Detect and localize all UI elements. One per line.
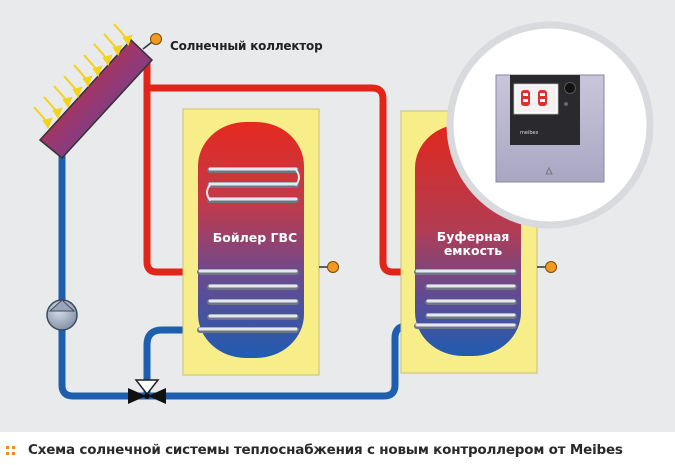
pump-icon [46, 299, 78, 331]
three-way-valve-icon [128, 379, 166, 404]
tank1-sensor-icon [327, 261, 339, 273]
tank2-label-line1: Буферная [436, 229, 510, 244]
collector-sensor-icon [150, 33, 162, 45]
diagram-graphic [33, 21, 654, 404]
controller-knob-icon [564, 82, 576, 94]
tank2-sensor-icon [545, 261, 557, 273]
tank2-label: Буферная емкость [418, 230, 528, 258]
controller-inset [446, 21, 654, 229]
caption-dots-icon [6, 443, 20, 457]
solar-collector [33, 23, 162, 160]
hot-pipes [143, 58, 419, 276]
caption-text: Схема солнечной системы теплоснабжения с… [28, 442, 623, 458]
tank-hot-water-boiler [182, 108, 339, 376]
sun-rays-icon [33, 23, 133, 130]
figure-caption: Схема солнечной системы теплоснабжения с… [0, 437, 675, 463]
controller-brand: meibes [520, 130, 539, 136]
solar-collector-label: Солнечный коллектор [170, 39, 323, 53]
tank1-label: Бойлер ГВС [212, 230, 298, 245]
cold-pipes [58, 146, 419, 400]
tank2-label-line2: емкость [443, 243, 503, 258]
